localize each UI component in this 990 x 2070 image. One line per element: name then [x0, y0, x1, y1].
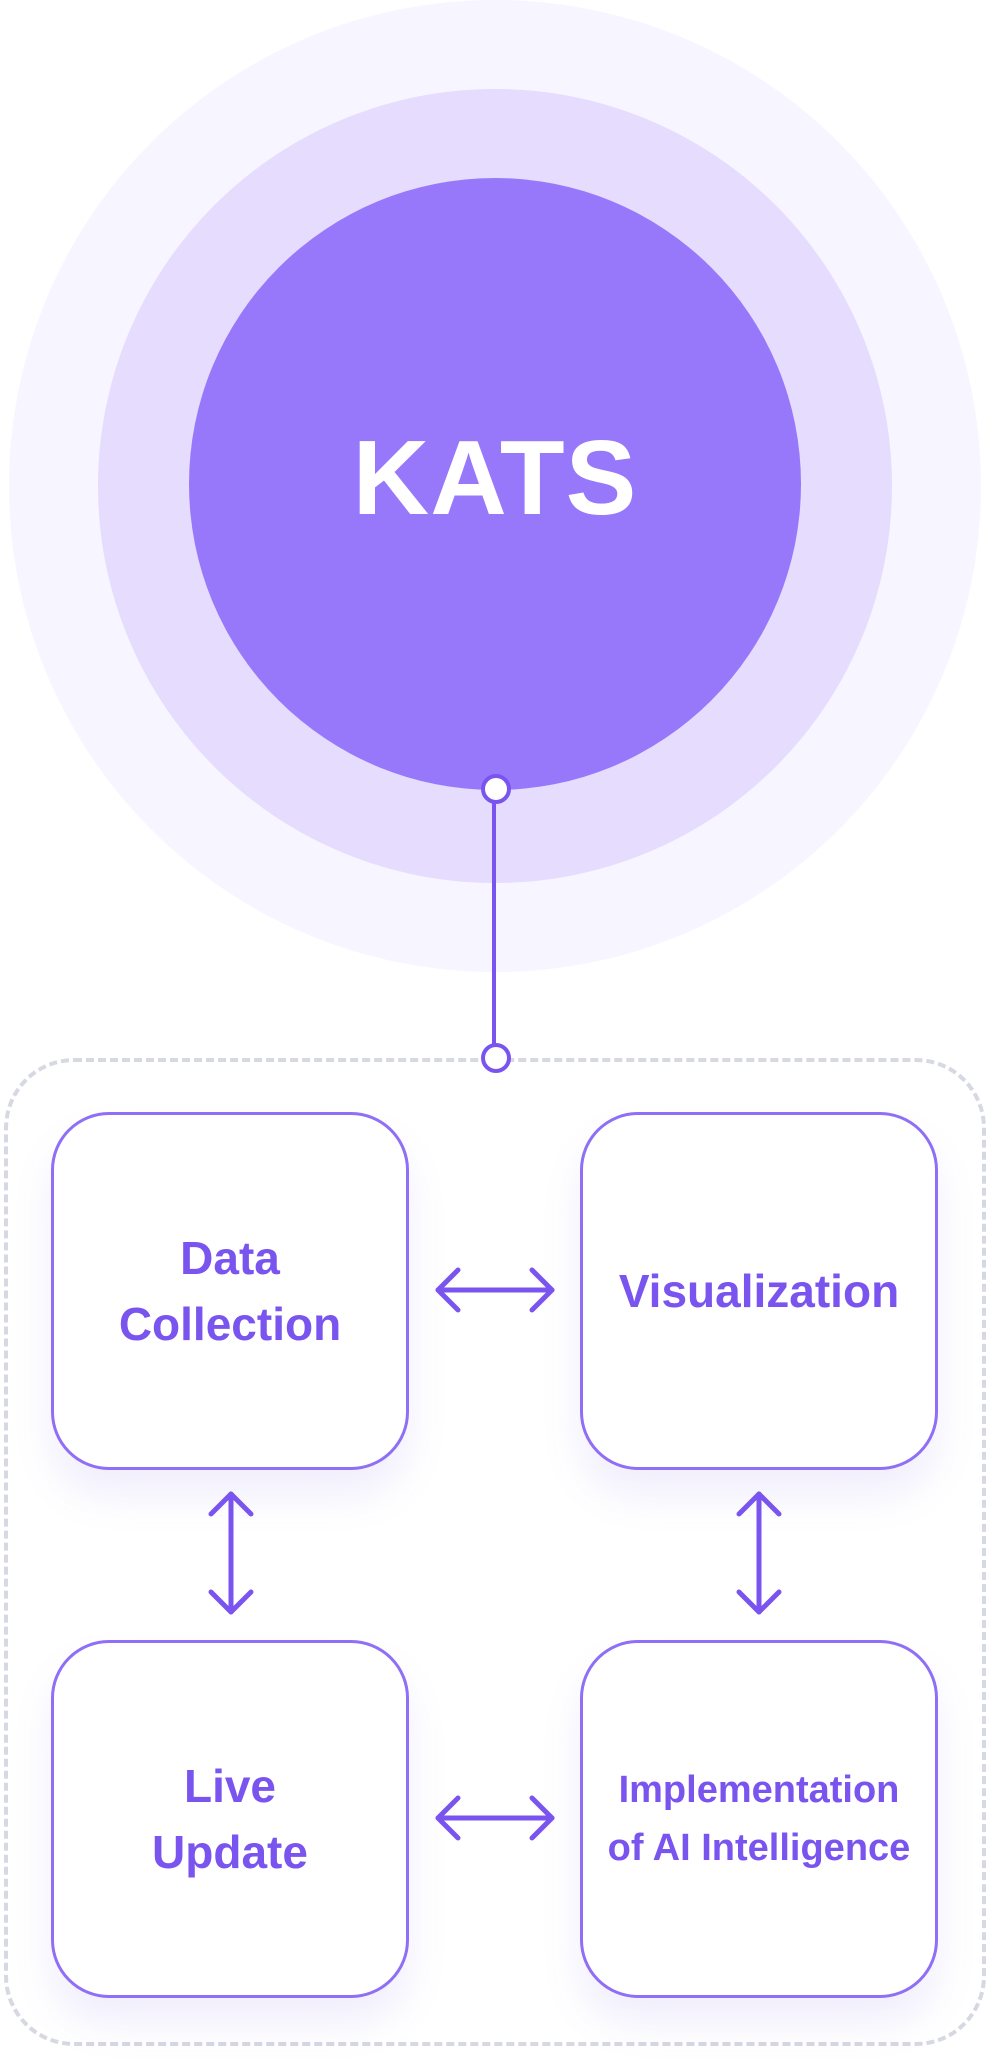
module-label-data-collection: Data Collection [118, 1232, 342, 1350]
module-label-live-update: Live Update [152, 1760, 308, 1878]
module-visualization: Visualization [580, 1112, 938, 1470]
module-data-collection: Data Collection [51, 1112, 409, 1470]
core-circle: KATS [189, 178, 801, 790]
module-live-update: Live Update [51, 1640, 409, 1998]
module-label-ai-intelligence: Implementation of AI Intelligence [607, 1769, 911, 1869]
core-label: KATS [352, 418, 638, 537]
arrow-data-collection-live-update-icon [208, 1491, 254, 1615]
connector-dot-top [481, 774, 511, 804]
arrow-visualization-ai-intelligence-icon [736, 1491, 782, 1615]
arrow-live-update-ai-intelligence-icon [435, 1795, 555, 1841]
module-ai-intelligence: Implementation of AI Intelligence [580, 1640, 938, 1998]
arrow-data-collection-visualization-icon [435, 1267, 555, 1313]
core-connector-line [492, 792, 496, 1058]
module-label-visualization: Visualization [618, 1265, 900, 1317]
connector-dot-bottom [481, 1043, 511, 1073]
